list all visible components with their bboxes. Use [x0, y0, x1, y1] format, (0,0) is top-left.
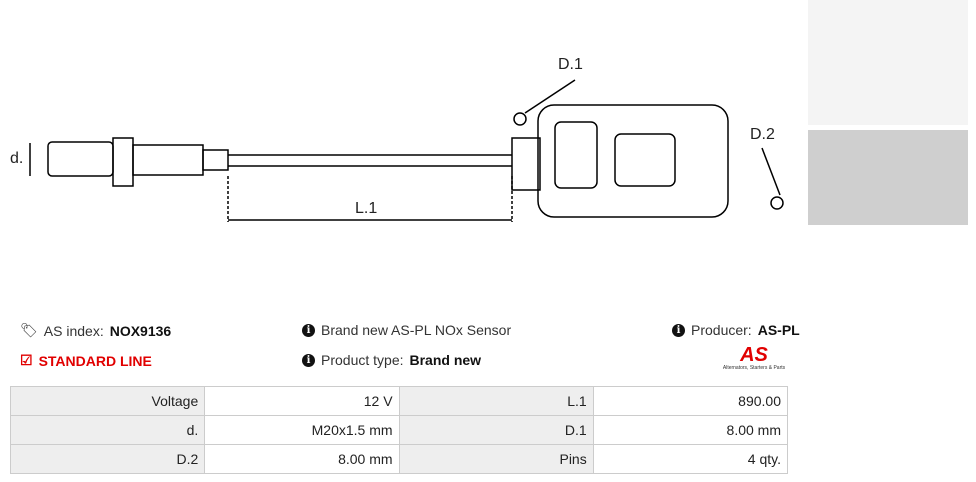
as-index: 🏷 AS index: NOX9136 — [20, 322, 171, 339]
logo-tagline: Alternators, Starters & Parts — [722, 365, 786, 371]
as-pl-logo: AS Alternators, Starters & Parts — [716, 345, 792, 371]
producer-label: Producer: — [691, 322, 752, 338]
product-type-value: Brand new — [409, 352, 482, 368]
spec-key: D.2 — [9, 444, 206, 474]
tags-icon: 🏷 — [20, 322, 38, 338]
spec-key: Voltage — [9, 386, 206, 416]
spec-key: L.1 — [398, 386, 594, 416]
dim-d2-label: D.2 — [750, 126, 775, 143]
dim-d-label: d. — [10, 150, 24, 167]
info-icon: i — [302, 353, 315, 367]
info-icon: i — [672, 323, 685, 337]
spec-value: 12 V — [204, 386, 400, 416]
spec-key: Pins — [398, 444, 594, 474]
info-icon: i — [302, 323, 315, 337]
as-index-label: AS index: — [43, 322, 104, 339]
description: i Brand new AS-PL NOx Sensor — [302, 322, 511, 338]
sensor-diagram — [29, 79, 784, 222]
standard-line: ☑ STANDARD LINE — [20, 352, 152, 369]
spec-value: M20x1.5 mm — [204, 415, 400, 445]
spec-value: 890.00 — [592, 386, 789, 416]
connector-photo[interactable] — [808, 130, 968, 225]
product-photo[interactable] — [808, 0, 968, 125]
spec-value: 8.00 mm — [204, 444, 400, 474]
producer: i Producer: AS-PL — [672, 322, 800, 338]
producer-value: AS-PL — [757, 322, 800, 338]
product-type-label: Product type: — [321, 352, 404, 368]
product-type: i Product type: Brand new — [302, 352, 481, 368]
spec-key: D.1 — [398, 415, 594, 445]
spec-key: d. — [9, 415, 206, 445]
as-index-value: NOX9136 — [109, 322, 172, 339]
check-square-icon: ☑ — [20, 352, 33, 368]
dim-l1-label: L.1 — [355, 200, 378, 217]
spec-value: 8.00 mm — [592, 415, 789, 445]
description-text: Brand new AS-PL NOx Sensor — [321, 322, 512, 338]
dim-d1-label: D.1 — [558, 56, 583, 73]
standard-line-label: STANDARD LINE — [38, 352, 152, 369]
spec-value: 4 qty. — [592, 444, 789, 474]
logo-text: AS — [740, 344, 768, 366]
